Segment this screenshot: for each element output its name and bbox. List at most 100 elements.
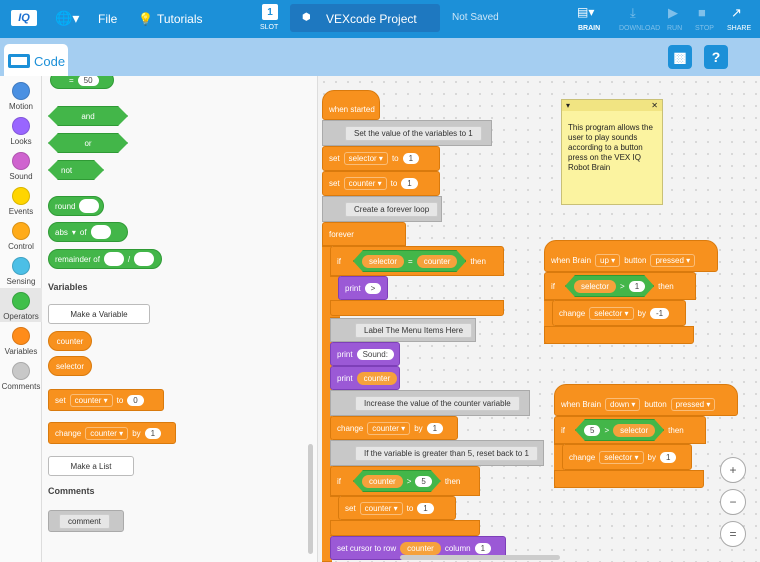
brain-icon[interactable]: ▤▾ bbox=[577, 5, 595, 19]
set-counter-value-2[interactable]: 1 bbox=[417, 502, 434, 514]
gt-condition[interactable]: counter>5 bbox=[353, 470, 441, 492]
category-looks[interactable]: Looks bbox=[0, 117, 42, 146]
selector-gt-value[interactable]: 1 bbox=[629, 281, 645, 292]
category-sound[interactable]: Sound bbox=[0, 152, 42, 181]
set-value-input[interactable]: 0 bbox=[127, 394, 144, 406]
if-selector-gt-block[interactable]: if selector>1 then bbox=[544, 272, 696, 300]
palette-abs-block[interactable]: abs▾of bbox=[48, 222, 128, 242]
category-events[interactable]: Events bbox=[0, 187, 42, 216]
if-five-gt-block[interactable]: if 5>selector then bbox=[554, 416, 706, 444]
palette-scrollbar[interactable] bbox=[308, 444, 313, 554]
set-counter-dropdown[interactable]: counter ▾ bbox=[343, 177, 387, 190]
comment-block-5[interactable]: If the variable is greater than 5, reset… bbox=[330, 440, 544, 466]
globe-icon[interactable]: 🌐▾ bbox=[55, 10, 80, 26]
close-icon[interactable]: ✕ bbox=[651, 101, 658, 110]
category-sensing[interactable]: Sensing bbox=[0, 257, 42, 286]
collapse-icon[interactable]: ▾ bbox=[566, 101, 571, 110]
change-selector-pos-value[interactable]: 1 bbox=[659, 451, 677, 463]
code-workspace[interactable]: when started Set the value of the variab… bbox=[318, 76, 760, 562]
palette-and-block[interactable]: and bbox=[48, 106, 128, 126]
cursor-row-reporter[interactable]: counter bbox=[400, 541, 441, 555]
selector-reporter[interactable]: selector bbox=[362, 255, 404, 268]
if-selector-block[interactable]: if selector=counter then bbox=[330, 246, 504, 276]
change-selector-neg-value[interactable]: -1 bbox=[649, 307, 670, 319]
remainder-input-a[interactable] bbox=[103, 252, 124, 266]
palette-not-block[interactable]: not bbox=[48, 160, 104, 180]
comment-block-3[interactable]: Label The Menu Items Here bbox=[330, 318, 476, 342]
change-value-input[interactable]: 1 bbox=[144, 427, 162, 439]
counter-reporter[interactable]: counter bbox=[417, 255, 458, 268]
up-dropdown[interactable]: up ▾ bbox=[595, 253, 621, 267]
selector-reporter-2[interactable]: selector bbox=[574, 280, 616, 293]
palette-comment-block[interactable]: comment bbox=[48, 510, 124, 532]
round-input[interactable] bbox=[79, 199, 100, 213]
selector-reporter-3[interactable]: selector bbox=[613, 424, 655, 437]
share-icon[interactable]: ↗ bbox=[731, 5, 742, 20]
print-counter-reporter[interactable]: counter bbox=[356, 371, 398, 385]
set-selector-value[interactable]: 1 bbox=[402, 153, 420, 164]
set-counter-value[interactable]: 1 bbox=[401, 178, 418, 189]
forever-block[interactable]: forever bbox=[322, 222, 406, 246]
change-selector-dropdown[interactable]: selector ▾ bbox=[589, 306, 634, 320]
five-value[interactable]: 5 bbox=[584, 425, 600, 436]
change-var-dropdown[interactable]: counter ▾ bbox=[85, 426, 129, 440]
category-motion[interactable]: Motion bbox=[0, 82, 42, 111]
palette-var-counter[interactable]: counter bbox=[48, 331, 92, 351]
stop-icon[interactable]: ■ bbox=[698, 5, 706, 20]
abs-input[interactable] bbox=[90, 225, 111, 239]
palette-var-selector[interactable]: selector bbox=[48, 356, 92, 376]
zoom-out-button[interactable]: − bbox=[720, 489, 746, 515]
make-list-button[interactable]: Make a List bbox=[48, 456, 134, 476]
print-block[interactable]: print> bbox=[338, 276, 388, 300]
project-name-box[interactable]: ⬢ VEXcode Project bbox=[290, 4, 440, 32]
file-menu[interactable]: File bbox=[98, 12, 118, 26]
zoom-in-button[interactable]: + bbox=[720, 457, 746, 483]
down-dropdown[interactable]: down ▾ bbox=[605, 397, 641, 411]
horizontal-scrollbar[interactable] bbox=[400, 555, 560, 560]
counter-reporter-2[interactable]: counter bbox=[362, 475, 403, 488]
category-control[interactable]: Control bbox=[0, 222, 42, 251]
code-tab[interactable]: Code bbox=[4, 44, 68, 78]
change-counter-dropdown[interactable]: counter ▾ bbox=[367, 421, 411, 435]
category-comments[interactable]: Comments bbox=[0, 362, 42, 391]
print-sound-value[interactable]: Sound: bbox=[356, 348, 394, 360]
gt-value[interactable]: 5 bbox=[415, 476, 431, 487]
five-gt-condition[interactable]: 5>selector bbox=[575, 419, 664, 441]
set-selector-dropdown[interactable]: selector ▾ bbox=[343, 152, 388, 165]
when-started-block[interactable]: when started bbox=[322, 90, 380, 120]
set-counter-dropdown-2[interactable]: counter ▾ bbox=[359, 501, 403, 515]
equals-value[interactable]: 50 bbox=[77, 76, 99, 86]
selector-gt-condition[interactable]: selector>1 bbox=[565, 275, 654, 297]
tutorials-menu[interactable]: 💡Tutorials bbox=[138, 12, 203, 26]
print-value[interactable]: > bbox=[364, 282, 382, 294]
cursor-column-value[interactable]: 1 bbox=[474, 542, 492, 554]
pressed-dropdown[interactable]: pressed ▾ bbox=[650, 253, 696, 267]
device-menu-icon[interactable]: ▩ bbox=[668, 45, 692, 69]
category-variables[interactable]: Variables bbox=[0, 327, 42, 356]
help-icon[interactable]: ? bbox=[704, 45, 728, 69]
change-selector-dropdown-2[interactable]: selector ▾ bbox=[599, 450, 644, 464]
palette-equals-block[interactable]: =50 bbox=[50, 76, 114, 89]
comment-block-4[interactable]: Increase the value of the counter variab… bbox=[330, 390, 530, 416]
equals-condition[interactable]: selector=counter bbox=[353, 250, 466, 272]
set-var-dropdown[interactable]: counter ▾ bbox=[69, 393, 113, 407]
pressed-dropdown-2[interactable]: pressed ▾ bbox=[670, 397, 716, 411]
palette-remainder-block[interactable]: remainder of/ bbox=[48, 249, 162, 269]
sticky-note[interactable]: ▾✕ This program allows the user to play … bbox=[561, 99, 663, 205]
zoom-reset-button[interactable]: = bbox=[720, 521, 746, 547]
slot-icon[interactable]: 1 bbox=[262, 4, 278, 20]
change-counter-value[interactable]: 1 bbox=[426, 422, 444, 434]
